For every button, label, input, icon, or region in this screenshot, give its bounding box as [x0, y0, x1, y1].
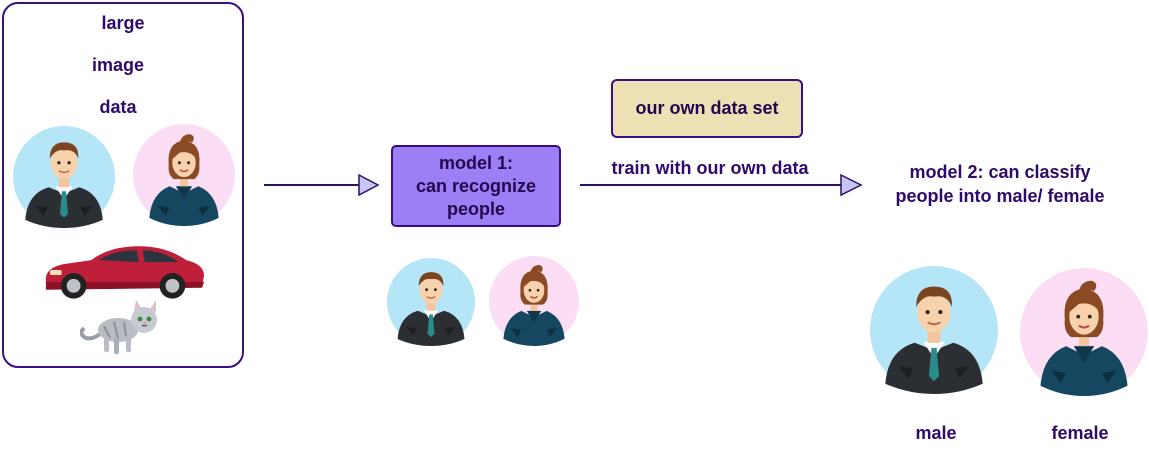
panel-label-large: large — [101, 13, 145, 33]
woman-icon — [133, 123, 235, 227]
cat-icon — [80, 298, 159, 356]
man-icon — [870, 264, 998, 396]
large-image-data-panel — [2, 2, 244, 368]
model2-line1: model 2: can classify — [909, 162, 1091, 182]
arrow-to-model2 — [580, 173, 863, 197]
man-icon — [386, 258, 476, 346]
man-icon — [13, 125, 115, 229]
woman-icon — [1020, 266, 1148, 398]
male-label: male — [915, 423, 957, 443]
dataset-label: our own data set — [635, 98, 779, 118]
panel-label-data: data — [99, 97, 137, 117]
arrow-to-model1 — [264, 173, 380, 197]
woman-icon — [489, 256, 579, 346]
model2-line2: people into male/ female — [895, 186, 1105, 206]
female-label: female — [1051, 423, 1109, 443]
car-icon — [45, 246, 205, 299]
model1-line1: model 1: — [438, 152, 513, 173]
panel-label-image: image — [91, 55, 145, 75]
model1-line2: can recognize — [415, 175, 537, 196]
model1-box: model 1: can recognize people — [391, 145, 561, 227]
train-label: train with our own data — [611, 158, 809, 178]
model1-line3: people — [446, 198, 505, 219]
our-own-data-set-box: our own data set — [611, 79, 803, 138]
